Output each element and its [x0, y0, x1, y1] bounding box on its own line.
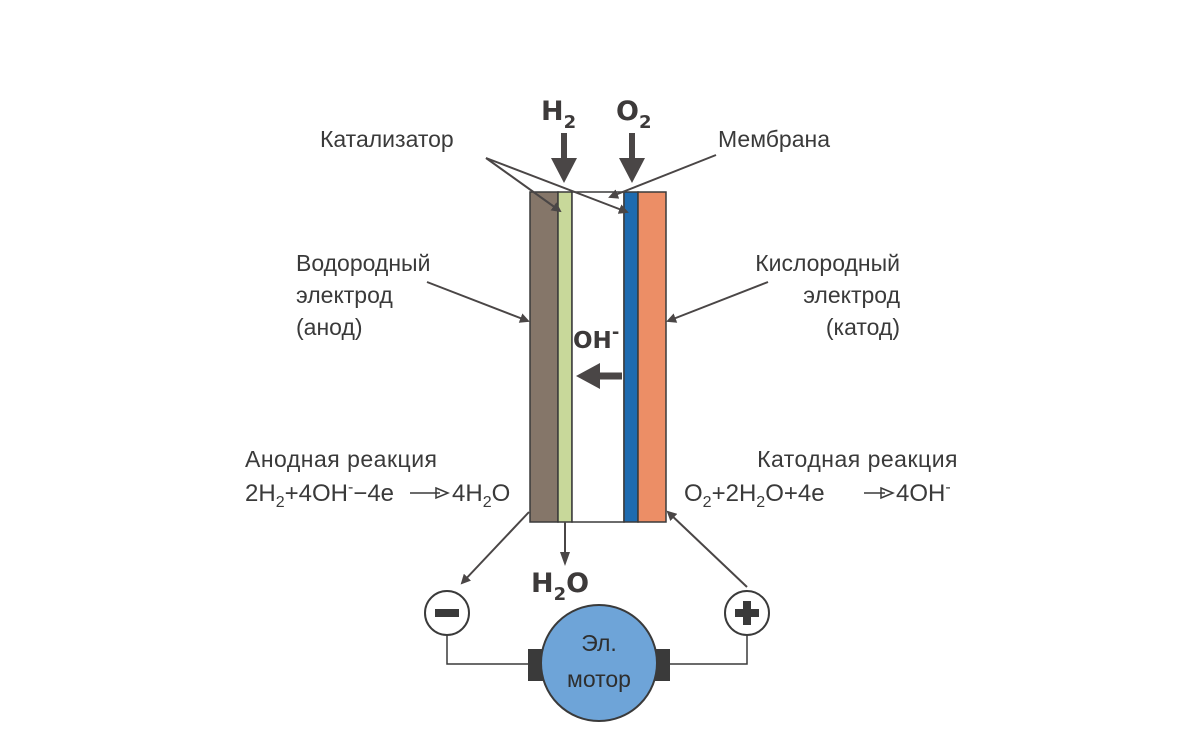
membrane-pointer — [608, 154, 717, 199]
electric-motor: Эл. мотор — [528, 604, 670, 722]
ion-flow-arrow-head — [576, 363, 600, 389]
o2-label: O2 — [616, 96, 651, 133]
motor-label-line1: Эл. — [581, 630, 617, 656]
cathode-electrode — [637, 191, 667, 523]
negative-terminal — [424, 590, 470, 636]
motor-body — [540, 604, 658, 722]
membrane-label: Мембрана — [718, 126, 830, 152]
cathode-reaction-arrow-head — [880, 486, 895, 500]
h2-label: H2 — [541, 96, 576, 133]
cathode-catalyst — [623, 191, 639, 523]
cathode-reaction-equation: O2+2H2O+4e — [684, 480, 825, 511]
positive-wire — [670, 635, 748, 665]
anode-electrode-label: Водородный электрод (анод) — [296, 250, 430, 340]
svg-text:Водородный: Водородный — [296, 250, 430, 276]
cathode-electrode-label: Кислородный электрод (катод) — [755, 250, 900, 340]
anode-reaction-equation: 2H2+4OH-−4e — [245, 479, 394, 511]
svg-text:(катод): (катод) — [826, 314, 900, 340]
cathode-electrode-pointer — [666, 281, 769, 323]
catalyst-pointer-cathode — [485, 157, 629, 214]
o2-input: O2 — [616, 96, 651, 183]
h2o-output-arrow-head — [560, 552, 570, 566]
catalyst-label: Катализатор — [320, 126, 454, 152]
anode-reaction-arrow-head — [435, 486, 450, 500]
anode-reaction-title: Анодная реакция — [245, 446, 438, 472]
h2-arrow-head — [551, 158, 577, 183]
o2-arrow-head — [619, 158, 645, 183]
svg-text:(анод): (анод) — [296, 314, 363, 340]
motor-label-line2: мотор — [567, 666, 631, 692]
cathode-reaction-product: 4OH- — [896, 479, 951, 507]
anode-to-negative-arrow — [460, 511, 530, 585]
minus-icon — [435, 609, 459, 617]
electrolyte-gap — [571, 191, 625, 523]
cathode-to-positive-arrow — [666, 510, 748, 588]
svg-text:Кислородный: Кислородный — [755, 250, 900, 276]
svg-text:электрод: электрод — [803, 282, 900, 308]
anode-electrode — [529, 191, 559, 523]
svg-text:электрод: электрод — [296, 282, 393, 308]
negative-wire — [446, 635, 528, 665]
fuel-cell — [529, 191, 667, 523]
catalyst-pointer-anode — [485, 157, 562, 213]
cathode-reaction-title: Катодная реакция — [757, 446, 958, 472]
h2o-label: H2O — [531, 568, 589, 605]
anode-catalyst — [557, 191, 573, 523]
ion-label: OH- — [573, 322, 619, 354]
plus-icon — [735, 601, 759, 625]
h2-input: H2 — [541, 96, 577, 183]
anode-reaction-product: 4H2O — [452, 480, 510, 511]
anode-electrode-pointer — [426, 281, 530, 323]
positive-terminal — [724, 590, 770, 636]
